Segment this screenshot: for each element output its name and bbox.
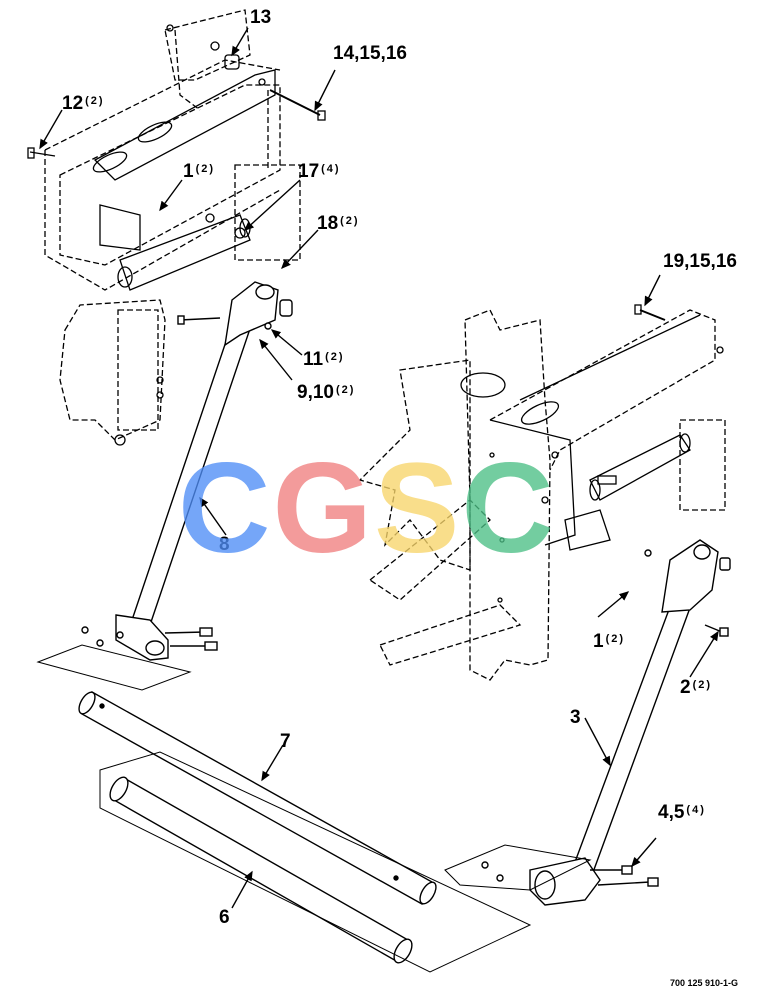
callout-13-number: 13 xyxy=(250,7,272,28)
callout-1-upper-qty: (2) xyxy=(195,163,216,175)
callout-8-number: 8 xyxy=(219,534,230,555)
callout-9-10: 9,10(2) xyxy=(297,383,355,402)
callout-7: 7 xyxy=(280,732,293,751)
callout-9-10-number: 9,10 xyxy=(297,382,334,403)
callout-2-number: 2 xyxy=(680,677,691,698)
callout-12-number: 12 xyxy=(62,93,84,114)
callout-1-upper-number: 1 xyxy=(183,161,194,182)
tube-6 xyxy=(109,776,413,964)
callout-14-15-16-number: 14,15,16 xyxy=(333,43,407,64)
callout-12: 12(2) xyxy=(62,94,105,113)
right-lift-arm xyxy=(481,539,731,906)
left-upper-frame xyxy=(27,9,326,446)
drawing-number: 700 125 910-1-G xyxy=(670,978,739,988)
callout-11: 11(2) xyxy=(303,350,345,369)
left-ground-outline xyxy=(36,644,192,691)
callout-2: 2(2) xyxy=(680,678,712,697)
watermark-letter-c1: C xyxy=(178,437,273,580)
callout-8: 8 xyxy=(219,535,232,554)
tube-outline xyxy=(99,751,532,973)
tube-7 xyxy=(78,691,437,905)
left-lift-arm xyxy=(81,281,293,661)
callout-12-qty: (2) xyxy=(85,95,105,107)
callout-18-qty: (2) xyxy=(340,215,360,227)
callout-4-5: 4,5(4) xyxy=(658,803,706,822)
callout-18-number: 18 xyxy=(317,213,339,234)
callout-17-number: 17 xyxy=(298,161,320,182)
callout-7-number: 7 xyxy=(280,731,291,752)
callout-11-number: 11 xyxy=(303,349,324,370)
callout-6-number: 6 xyxy=(219,907,230,928)
callout-1-upper: 1(2) xyxy=(183,162,215,181)
right-upper-frame xyxy=(358,304,726,681)
callout-4-5-number: 4,5 xyxy=(658,802,685,823)
callout-1-lower-qty: (2) xyxy=(605,633,626,645)
callout-4-5-qty: (4) xyxy=(686,804,706,816)
right-ground-outline xyxy=(444,844,592,891)
callout-3: 3 xyxy=(570,708,583,727)
watermark-letter-c2: C xyxy=(461,437,556,580)
callout-13: 13 xyxy=(250,8,273,27)
callout-17: 17(4) xyxy=(298,162,341,181)
watermark-letter-s: S xyxy=(374,437,462,580)
callout-2-qty: (2) xyxy=(692,679,713,691)
leader-lines xyxy=(39,27,719,909)
callout-1-lower-number: 1 xyxy=(593,631,604,652)
callout-14-15-16: 14,15,16 xyxy=(333,44,409,63)
callout-19-15-16: 19,15,16 xyxy=(663,252,739,271)
callout-1-lower: 1(2) xyxy=(593,632,625,651)
callout-9-10-qty: (2) xyxy=(335,384,356,396)
callout-3-number: 3 xyxy=(570,707,581,728)
callout-11-qty: (2) xyxy=(325,351,345,363)
callout-17-qty: (4) xyxy=(321,163,341,175)
callout-6: 6 xyxy=(219,908,232,927)
watermark-letter-g: G xyxy=(272,437,374,580)
cgsc-watermark: CGSC xyxy=(178,445,556,573)
callout-19-15-16-number: 19,15,16 xyxy=(663,251,737,272)
callout-18: 18(2) xyxy=(317,214,360,233)
